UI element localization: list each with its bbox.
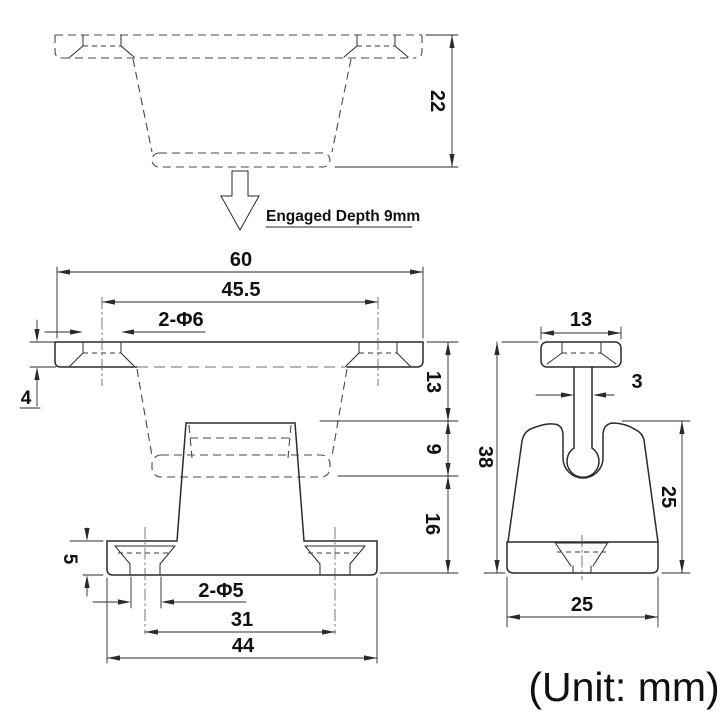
top-view-hole-right xyxy=(343,34,409,58)
dimension-25-height: 25 xyxy=(621,420,691,574)
dim-4-label: 4 xyxy=(21,388,32,409)
dim-13-side-label: 13 xyxy=(570,309,592,331)
top-view: 22 Engaged Depth 9mm xyxy=(54,34,459,232)
front-upper-flange xyxy=(54,341,424,368)
dim-60-label: 60 xyxy=(230,249,252,271)
dimension-22: 22 xyxy=(334,34,459,168)
dim-44-label: 44 xyxy=(232,635,255,657)
dimension-4: 4 xyxy=(19,319,57,409)
front-lower-body xyxy=(176,422,305,542)
front-base-hole-right xyxy=(304,527,366,634)
dimension-2-d6: 2-Φ6 xyxy=(44,309,206,335)
dimension-3: 3 xyxy=(535,371,643,398)
dim-13-front-label: 13 xyxy=(422,371,444,393)
front-view: 60 45.5 2-Φ6 4 xyxy=(19,249,459,664)
dim-9-label: 9 xyxy=(422,443,444,454)
dimension-60: 60 xyxy=(56,249,424,339)
down-arrow-icon xyxy=(220,170,260,232)
front-upper-body-hidden xyxy=(136,368,348,478)
engagement-arrow: Engaged Depth 9mm xyxy=(220,170,420,232)
dimension-38: 38 xyxy=(474,341,539,574)
side-socket-body xyxy=(506,422,659,574)
side-view: 13 3 xyxy=(474,309,691,628)
dim-22-label: 22 xyxy=(426,90,448,112)
dimension-13-side: 13 xyxy=(540,309,622,340)
front-flange-hole-left xyxy=(69,297,135,386)
side-base-hole xyxy=(554,535,609,580)
dimension-chain-right: 13 9 16 xyxy=(319,341,459,574)
dimension-31: 31 xyxy=(144,609,336,635)
front-base-hole-left xyxy=(114,527,176,634)
dim-31-label: 31 xyxy=(231,609,253,631)
side-stem-and-ball xyxy=(566,366,600,478)
dim-3-label: 3 xyxy=(631,371,642,393)
front-base xyxy=(106,540,378,576)
top-view-hole-left xyxy=(69,34,135,58)
dim-38-label: 38 xyxy=(474,446,496,468)
top-view-body-outline xyxy=(132,58,352,168)
dim-5-label: 5 xyxy=(59,554,80,565)
side-head xyxy=(540,341,622,368)
dimension-5: 5 xyxy=(59,527,104,597)
dim-45-5-label: 45.5 xyxy=(222,279,261,301)
front-flange-hole-right xyxy=(345,297,411,386)
dimension-25-base: 25 xyxy=(506,576,659,628)
unit-note: (Unit: mm) xyxy=(528,664,719,710)
dim-2-d6-label: 2-Φ6 xyxy=(158,309,203,331)
dimension-45-5: 45.5 xyxy=(101,279,379,305)
dimension-2-d5: 2-Φ5 xyxy=(92,576,247,609)
engaged-depth-note: Engaged Depth 9mm xyxy=(266,208,420,225)
dim-2-d5-label: 2-Φ5 xyxy=(198,580,243,602)
top-view-flange-outline xyxy=(54,34,423,59)
dimension-44: 44 xyxy=(106,577,378,664)
dim-25-base-label: 25 xyxy=(571,594,593,616)
dim-16-label: 16 xyxy=(421,513,443,535)
dim-25-height-label: 25 xyxy=(657,486,679,508)
